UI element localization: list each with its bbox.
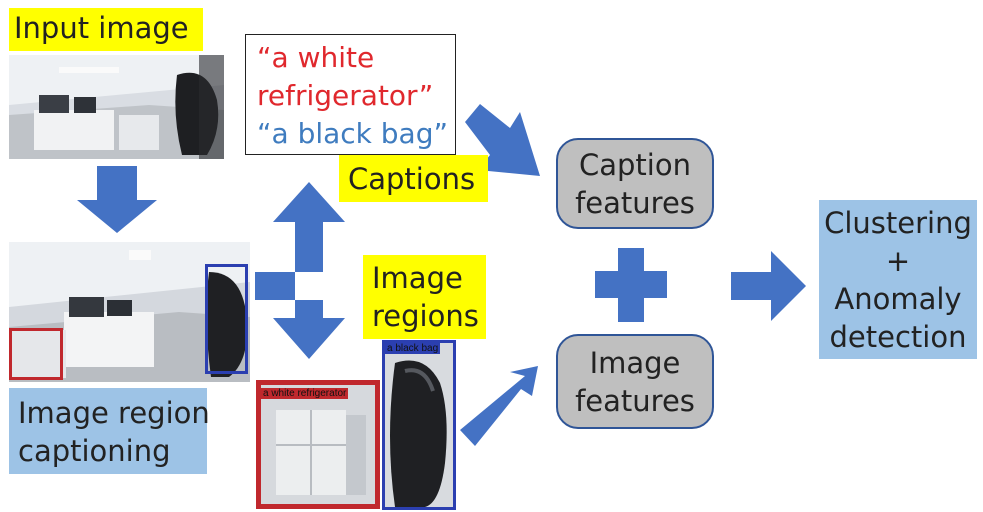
clustering-anomaly-box: Clustering + Anomaly detection [819,200,977,359]
caption-features-line-2: features [575,185,695,220]
tag-bag: a black bag [385,343,441,354]
region-crop-bag: a black bag [382,340,456,510]
input-image-photo [9,55,224,159]
image-regions-line-2: regions [372,299,479,333]
arrow-to-clustering [731,251,806,321]
clustering-line-2: + [885,243,911,278]
image-features-box: Image features [556,334,714,429]
captioning-line-1: Image region [18,396,210,430]
caption-features-line-1: Caption [579,147,691,182]
arrow-to-caption-features [465,104,540,176]
bbox-refrigerator [9,328,63,380]
image-features-line-1: Image [589,345,681,380]
image-regions-label: Image regions [363,255,486,339]
region-crop-refrigerator: a white refrigerator [256,380,380,509]
tag-refrigerator: a white refrigerator [261,388,349,399]
clustering-line-3: Anomaly [834,281,962,316]
captioning-photo [9,242,250,382]
caption-refrigerator-line-2: refrigerator” [257,79,434,112]
caption-refrigerator-line-1: “a white [257,41,375,74]
arrow-double-vertical [255,182,345,359]
image-regions-line-1: Image [372,261,463,295]
image-features-line-2: features [575,383,695,418]
plus-sign [595,248,667,322]
clustering-line-4: detection [829,319,967,354]
caption-bag: “a black bag” [257,117,448,150]
arrow-down-input [77,166,157,233]
captions-label: Captions [339,155,489,202]
bbox-bag [205,264,248,374]
image-region-captioning-label: Image region captioning [9,388,210,474]
captioning-line-2: captioning [18,434,171,468]
caption-features-box: Caption features [556,138,714,229]
captions-text-box: “a white refrigerator” “a black bag” [245,34,456,155]
clustering-line-1: Clustering [824,205,972,240]
input-image-label: Input image [9,8,203,51]
arrow-to-image-features [460,366,538,446]
